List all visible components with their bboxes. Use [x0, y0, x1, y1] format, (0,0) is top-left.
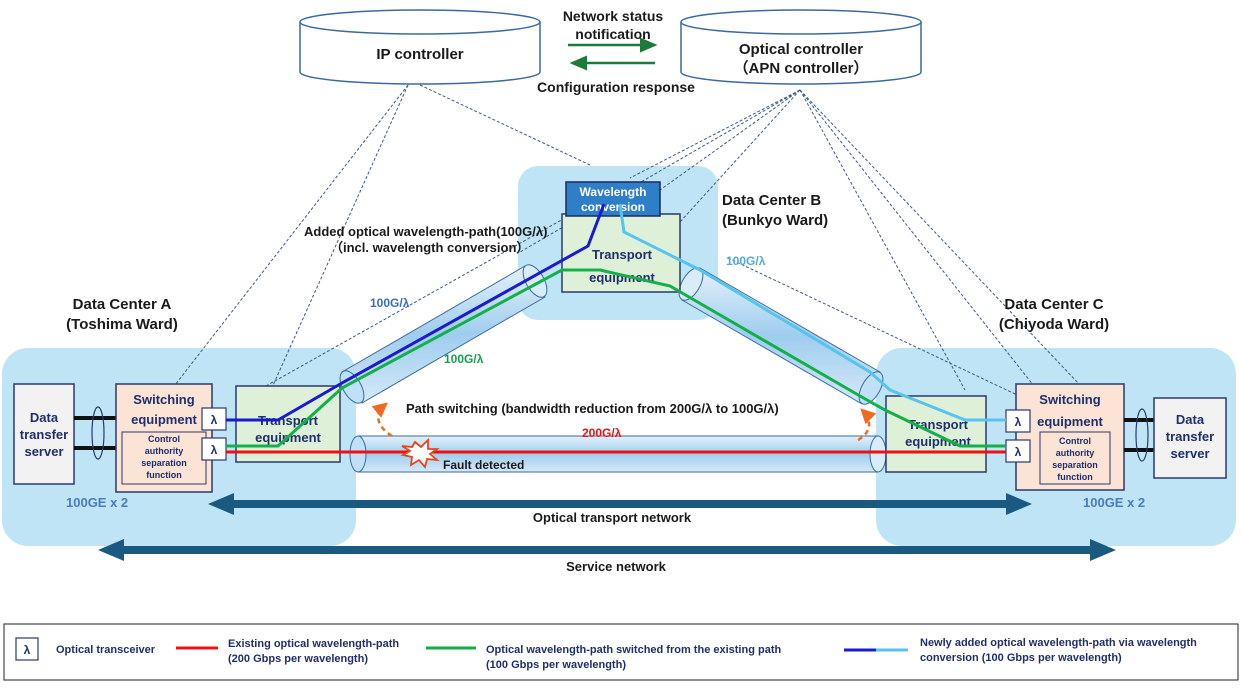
fault-burst-icon — [400, 437, 440, 469]
svg-text:conversion: conversion — [581, 200, 645, 214]
svg-text:Control: Control — [1059, 436, 1091, 446]
svg-text:λ: λ — [211, 443, 218, 457]
svg-text:separation: separation — [141, 458, 187, 468]
switch-a: Switching equipment Control authority se… — [115, 383, 213, 493]
svg-text:λ: λ — [1015, 445, 1022, 459]
svg-text:λ: λ — [1015, 415, 1022, 429]
switch-arrow-right — [857, 408, 877, 442]
datacenter-c-label: Data Center C — [1004, 296, 1103, 313]
optical-transport-network-arrow — [208, 493, 1032, 515]
legend-transceiver-label: Optical transceiver — [56, 644, 156, 656]
optical-controller-sublabel: （APN controller） — [733, 59, 868, 77]
legend-new-label: Newly added optical wavelength-path via … — [920, 637, 1197, 649]
svg-text:function: function — [146, 470, 182, 480]
added-path-sublabel: （incl. wavelength conversion） — [330, 240, 529, 255]
legend-new-sublabel: conversion (100 Gbps per wavelength) — [920, 652, 1122, 664]
new-path-dark — [226, 203, 606, 422]
svg-text:Transport: Transport — [592, 247, 653, 262]
datacenter-a-label: Data Center A — [73, 296, 172, 313]
new-path-light — [618, 203, 1006, 422]
svg-text:authority: authority — [145, 446, 184, 456]
server-c-links — [1124, 418, 1154, 452]
transport-b: Transport equipment — [561, 213, 681, 293]
svg-text:equipment: equipment — [589, 270, 655, 285]
service-network-arrow — [98, 539, 1116, 561]
svg-text:Wavelength: Wavelength — [580, 185, 647, 199]
legend-existing-label: Existing optical wavelength-path — [228, 638, 399, 650]
link-bundle-a — [91, 406, 105, 460]
svg-text:Data: Data — [1176, 412, 1205, 427]
transceiver-a2: λ — [201, 437, 227, 461]
svg-text:Control: Control — [148, 434, 180, 444]
svg-text:equipment: equipment — [905, 434, 971, 449]
svg-text:authority: authority — [1056, 448, 1095, 458]
svg-text:λ: λ — [24, 643, 31, 657]
switched-path — [226, 268, 1006, 448]
optical-controller-label: Optical controller — [739, 41, 863, 58]
svg-text:transfer: transfer — [1166, 429, 1214, 444]
legend-switched-label: Optical wavelength-path switched from th… — [486, 644, 781, 656]
added-path-label: Added optical wavelength-path(100G/λ) — [304, 224, 547, 239]
svg-text:Switching: Switching — [1039, 392, 1100, 407]
datacenter-b-sublabel: (Bunkyo Ward) — [722, 212, 828, 229]
svg-text:equipment: equipment — [1037, 414, 1103, 429]
wavelength-conversion: Wavelength conversion — [565, 181, 661, 217]
svg-text:transfer: transfer — [20, 427, 68, 442]
svg-text:equipment: equipment — [131, 412, 197, 427]
svg-text:λ: λ — [211, 413, 218, 427]
rate-label-red: 200G/λ — [582, 426, 622, 440]
notification-label-2: notification — [575, 26, 650, 42]
service-network-label: Service network — [566, 559, 666, 574]
tube-a-c — [349, 435, 887, 473]
ge-label-right: 100GE x 2 — [1083, 495, 1145, 510]
notification-label-1: Network status — [563, 8, 664, 24]
legend-switched-sublabel: (100 Gbps per wavelength) — [486, 659, 626, 671]
switch-c: Switching equipment Control authority se… — [1015, 383, 1125, 491]
switch-arrow-left — [371, 402, 393, 438]
rate-label-green: 100G/λ — [444, 352, 484, 366]
server-c: Data transfer server — [1153, 397, 1227, 479]
svg-text:server: server — [1170, 446, 1209, 461]
tube-b-c — [678, 267, 884, 405]
ip-controller: IP controller — [299, 9, 541, 85]
optical-transport-network-label: Optical transport network — [533, 510, 692, 525]
datacenter-a-sublabel: (Toshima Ward) — [66, 316, 178, 333]
transceiver-c1: λ — [1005, 409, 1031, 433]
legend: λ Optical transceiver Existing optical w… — [3, 623, 1239, 681]
controller-links — [174, 84, 1081, 421]
optical-controller: Optical controller （APN controller） — [680, 9, 922, 85]
svg-text:Switching: Switching — [133, 392, 194, 407]
datacenter-b-label: Data Center B — [722, 192, 821, 209]
transceiver-a1: λ — [201, 407, 227, 431]
transceiver-c2: λ — [1005, 439, 1031, 463]
datacenter-c-sublabel: (Chiyoda Ward) — [999, 316, 1109, 333]
rate-label-blue-left: 100G/λ — [370, 296, 410, 310]
link-bundle-c — [1135, 408, 1149, 462]
legend-transceiver-icon: λ — [15, 637, 39, 661]
server-a: Data transfer server — [13, 383, 75, 485]
svg-text:Data: Data — [30, 410, 59, 425]
path-switching-label: Path switching (bandwidth reduction from… — [406, 401, 779, 416]
transport-a: Transport equipment — [235, 385, 341, 463]
fault-label: Fault detected — [443, 458, 524, 472]
rate-label-blue-right: 100G/λ — [726, 254, 766, 268]
response-label: Configuration response — [537, 79, 695, 95]
svg-text:separation: separation — [1052, 460, 1098, 470]
legend-existing-sublabel: (200 Gbps per wavelength) — [228, 653, 368, 665]
svg-text:function: function — [1057, 472, 1093, 482]
ip-controller-label: IP controller — [376, 46, 463, 63]
svg-text:server: server — [24, 444, 63, 459]
ge-label-left: 100GE x 2 — [66, 495, 128, 510]
server-a-links — [74, 416, 116, 450]
control-function-c — [1039, 431, 1111, 485]
